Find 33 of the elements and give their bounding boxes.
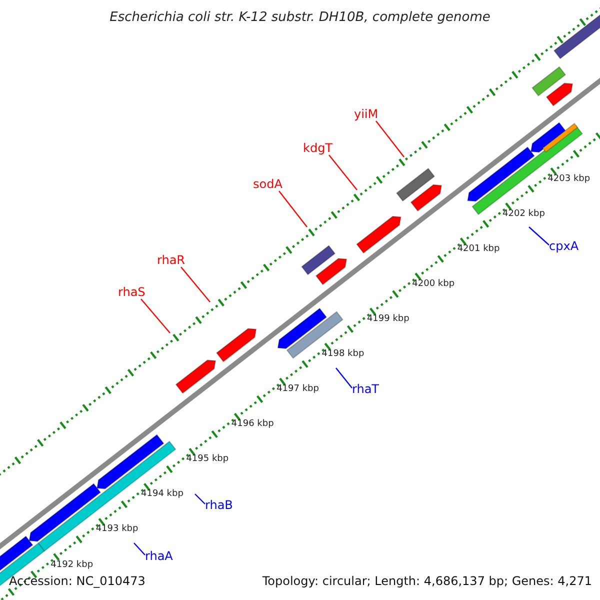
scale-label: 4203 kbp <box>548 174 590 184</box>
scale-label: 4199 kbp <box>366 315 410 324</box>
scale-label: 4193 kbp <box>96 525 138 534</box>
leader-line <box>328 154 358 190</box>
scale-label: 4198 kbp <box>322 350 364 360</box>
gene-label: rhaT <box>352 383 380 395</box>
scale-label: 4194 kbp <box>141 490 184 500</box>
scale-label: 4200 kbp <box>412 280 455 289</box>
scale-label: 4202 kbp <box>502 210 545 219</box>
scale-label: 4201 kbp <box>457 244 500 254</box>
scale-label: 4195 kbp <box>186 455 229 464</box>
leader-line <box>376 120 404 158</box>
gene-label: yiiM <box>354 108 378 120</box>
leader-line <box>194 494 206 504</box>
gene-label: rhaB <box>205 499 233 511</box>
leader-line <box>134 542 146 556</box>
gene-label: kdgT <box>303 142 333 154</box>
genome-title: Escherichia coli str. K-12 substr. DH10B, complete genome <box>108 11 492 24</box>
leader-line <box>140 298 170 334</box>
leader-line <box>528 226 550 246</box>
gene-label: rhaA <box>145 550 173 562</box>
leader-line <box>336 368 352 388</box>
gene-label: rhaR <box>157 254 186 266</box>
leader-line <box>278 190 308 228</box>
scale-label: 4196 kbp <box>231 420 274 430</box>
accession-label: Accession: NC_010473 <box>9 575 146 587</box>
genome-stats: Topology: circular; Length: 4,686,137 bp; Genes: 4,271 <box>262 575 592 587</box>
scale-label: 4197 kbp <box>276 385 319 394</box>
leader-line <box>180 266 210 302</box>
gene-label: sodA <box>253 178 282 190</box>
gene-label: rhaS <box>118 286 146 298</box>
scale-label: 4192 kbp <box>50 560 94 570</box>
gene-label: cpxA <box>549 240 579 252</box>
